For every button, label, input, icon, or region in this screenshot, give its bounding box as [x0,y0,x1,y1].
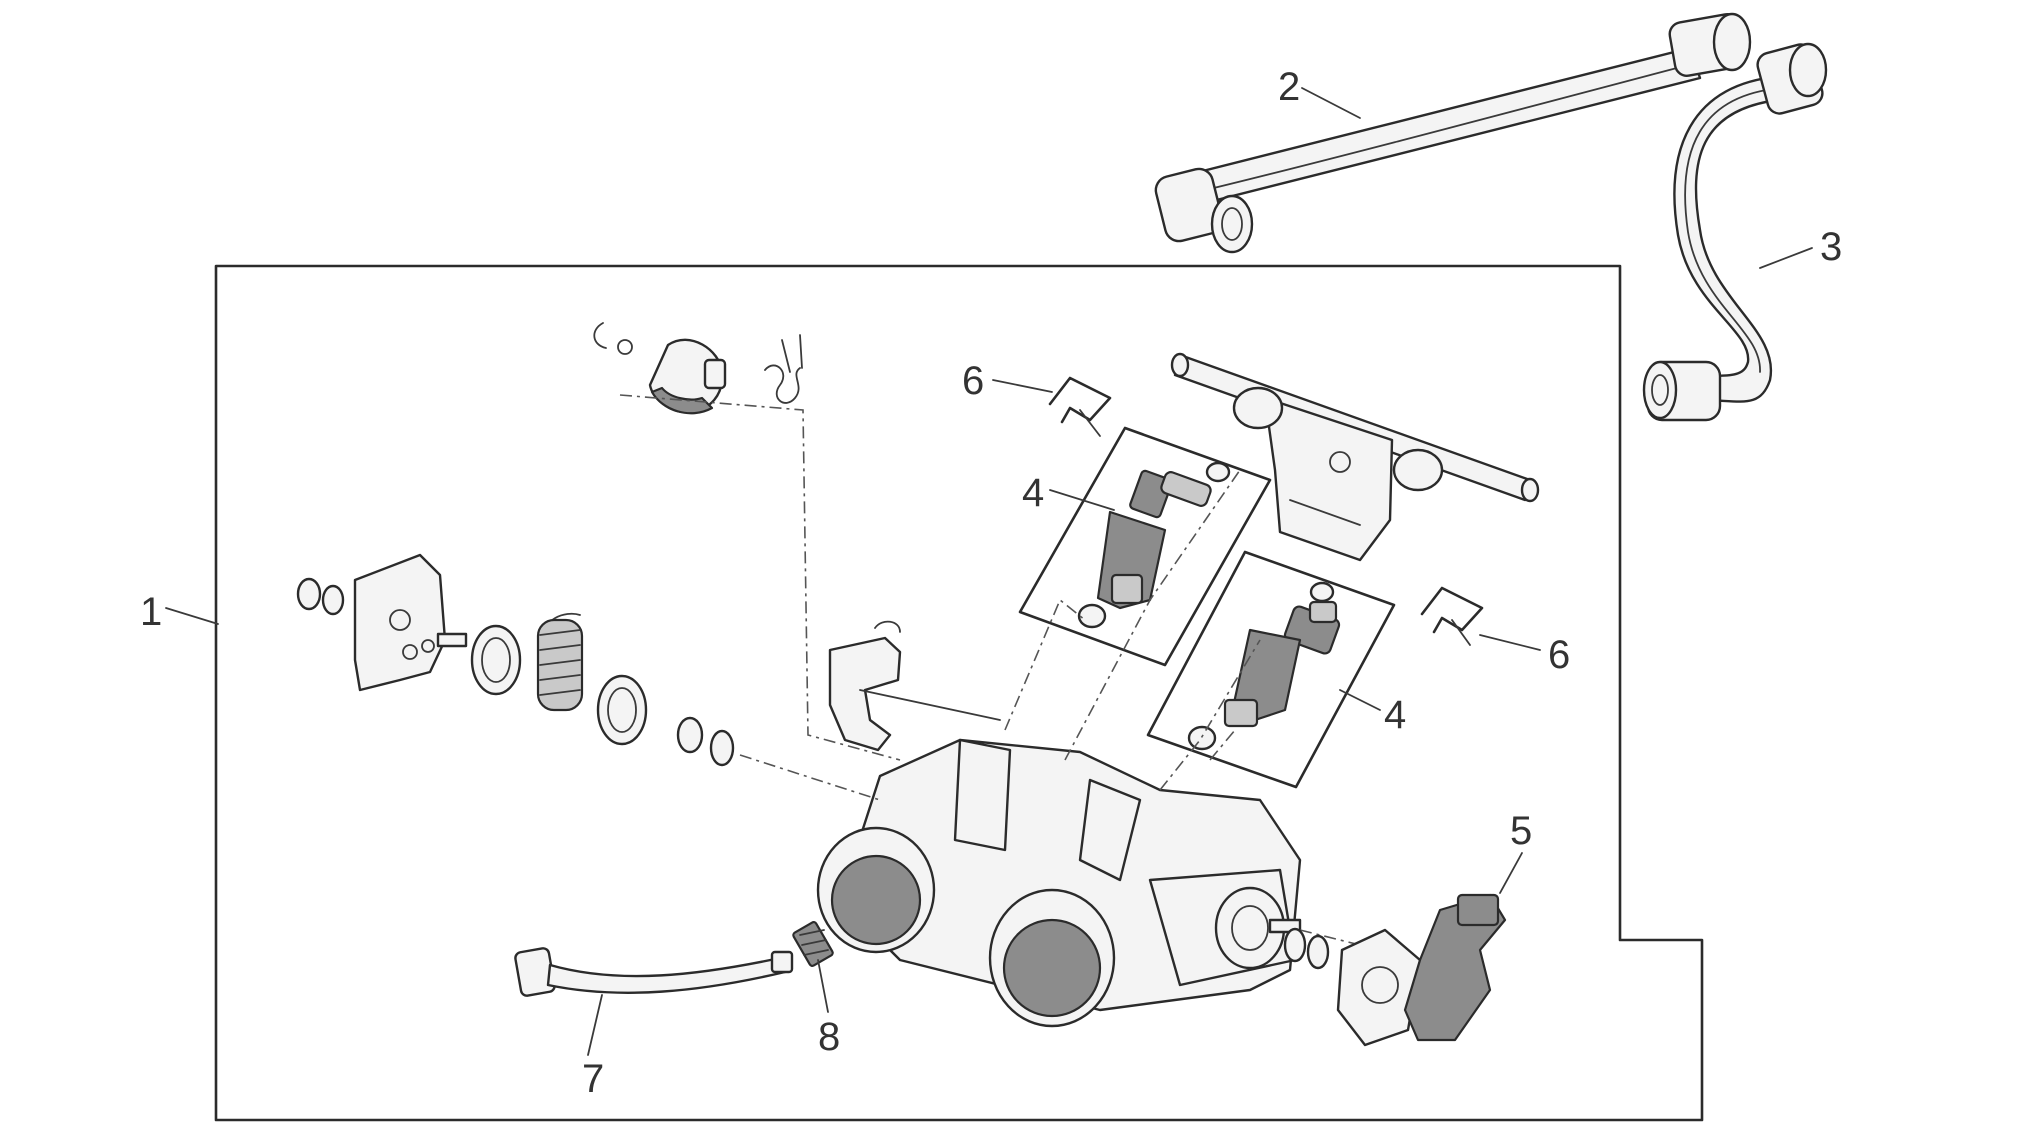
callout-1: 1 [140,590,162,634]
injector-lower [1146,550,1396,789]
return-spring [536,612,584,712]
callout-4-lower: 4 [1384,693,1406,737]
callout-7: 7 [582,1057,604,1101]
hose-2 [1154,12,1752,254]
hose-7 [514,947,794,997]
callout-8: 8 [818,1015,840,1059]
clip-lower [1420,586,1484,646]
callout-2: 2 [1278,65,1300,109]
injector-upper [1018,426,1272,667]
screw-8 [792,921,834,967]
throttle-cam-assembly [593,322,803,415]
clip-upper [1048,376,1112,437]
callout-5: 5 [1510,809,1532,853]
callout-6-lower: 6 [1548,633,1570,677]
leader-lines [165,87,1813,1056]
callout-3: 3 [1820,225,1842,269]
callout-4-upper: 4 [1022,471,1044,515]
throttle-linkage-left [296,553,735,767]
fuel-rail [1170,352,1540,562]
callout-6-upper: 6 [962,359,984,403]
throttle-position-sensor [1283,893,1507,1047]
hose-3 [1642,42,1828,422]
throttle-body [816,738,1302,1028]
assembly-boundary [214,264,1704,1122]
lever-bracket [828,620,1001,752]
